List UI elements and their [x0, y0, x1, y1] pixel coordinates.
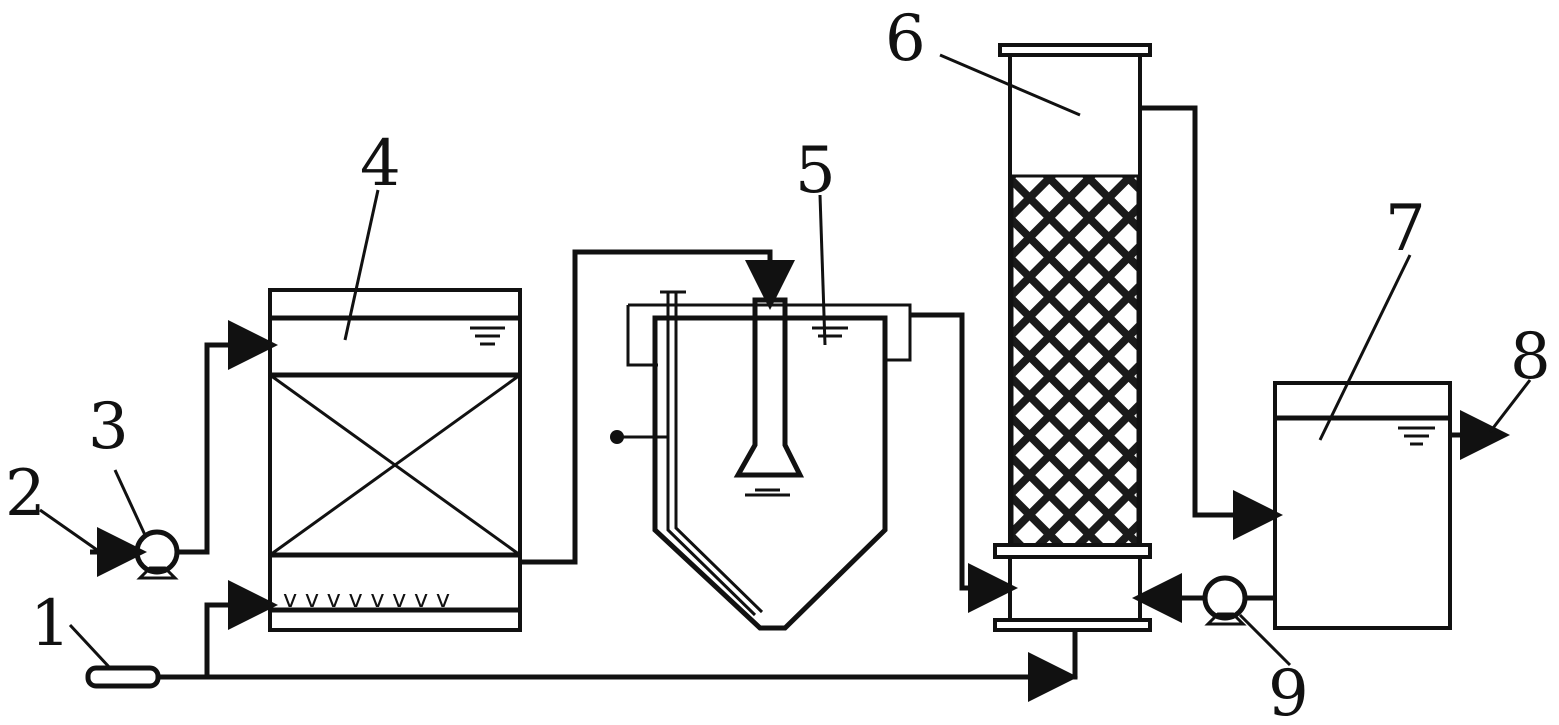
- tank-4: v v v v v v v v: [268, 288, 522, 632]
- settler-5: [610, 290, 912, 631]
- air-source-1: [85, 665, 161, 689]
- pump-9: [1202, 575, 1248, 626]
- label-6: 6: [885, 2, 926, 76]
- svg-text:v v v v v v v v: v v v v v v v v: [283, 585, 450, 613]
- label-4: 4: [360, 127, 401, 201]
- label-7: 7: [1385, 192, 1426, 266]
- aerator-diffusers: v v v v v v v v: [283, 585, 450, 613]
- water-level-mark: [470, 326, 505, 346]
- tank-7: [1273, 381, 1452, 630]
- leader-lines: [39, 53, 1532, 670]
- pump-3: [134, 529, 180, 580]
- label-2: 2: [5, 457, 46, 531]
- label-3: 3: [88, 390, 129, 464]
- column-6: [993, 43, 1152, 632]
- label-1: 1: [30, 587, 71, 661]
- label-5: 5: [795, 134, 836, 208]
- label-9: 9: [1268, 657, 1309, 725]
- label-8: 8: [1510, 320, 1551, 394]
